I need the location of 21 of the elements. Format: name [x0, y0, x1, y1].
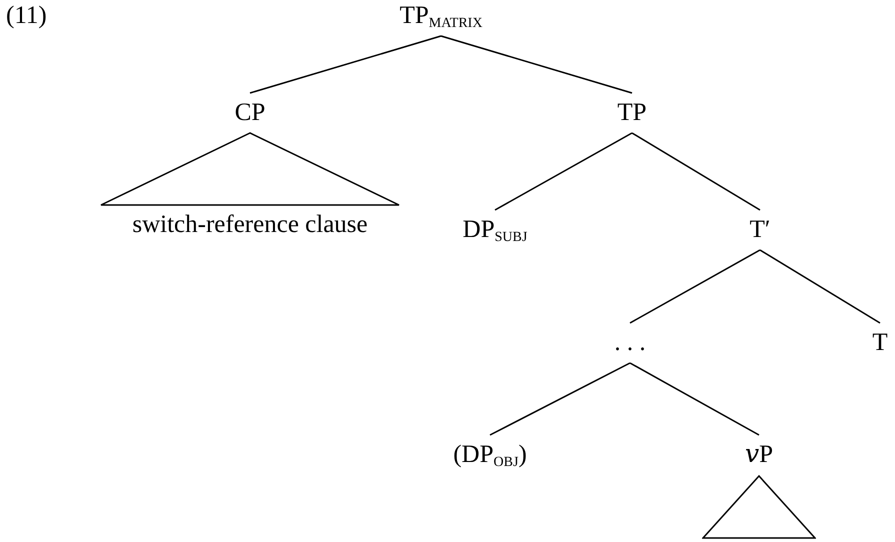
- branch-line: [630, 249, 760, 324]
- tree-node-label: 𝑣P: [744, 435, 774, 475]
- branch-line: [440, 35, 632, 94]
- triangle-branch: [100, 132, 400, 206]
- tree-node-label: (DP$_{OBJ}$): [453, 435, 527, 475]
- tree-node-label: DP$_{SUBJ}$: [462, 210, 528, 250]
- triangle-symbol: [702, 475, 816, 539]
- branch-line: [490, 362, 630, 436]
- tree-node-label: T: [872, 323, 888, 363]
- example-number: (11): [6, 1, 47, 31]
- branch-line: [632, 132, 760, 211]
- tree-node-label: TP$_{MATRIX}$: [400, 0, 482, 36]
- branch-line: [494, 132, 632, 211]
- tree-node-label: CP: [234, 93, 266, 133]
- tree-node-label: . . .: [614, 323, 646, 363]
- tree-node-label: TP: [617, 93, 647, 133]
- branch-line: [630, 362, 760, 436]
- branch-line: [760, 249, 880, 324]
- branch-line: [250, 35, 442, 94]
- tree-node-label: T′: [750, 210, 770, 250]
- tree-node-label: switch-reference clause: [132, 205, 368, 245]
